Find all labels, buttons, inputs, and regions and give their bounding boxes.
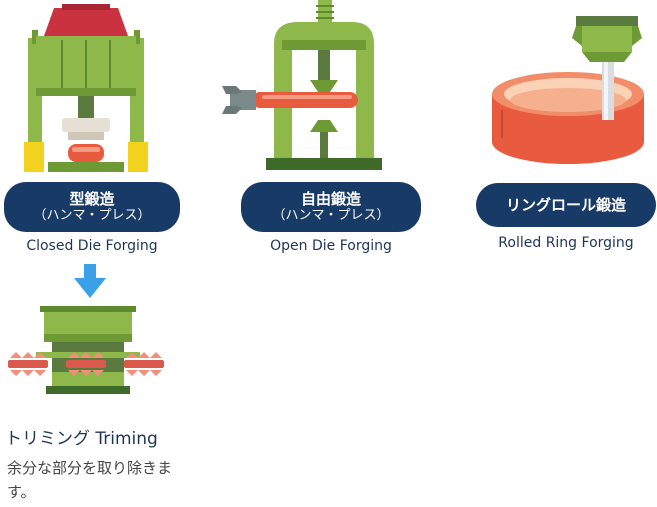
rolled-ring-forging-label: リングロール鍛造 <box>476 183 656 227</box>
open-die-forging-en-title: Open Die Forging <box>241 238 421 254</box>
rolled-ring-forging-en-title: Rolled Ring Forging <box>476 235 656 251</box>
closed-die-forging-jp-title: 型鍛造 <box>69 190 114 209</box>
closed-die-forging-label: 型鍛造 （ハンマ・プレス） <box>4 182 180 232</box>
trimming-description: 余分な部分を取り除きます。 <box>7 456 179 504</box>
open-die-forging-illustration <box>222 0 394 174</box>
open-die-forging-jp-subtitle: （ハンマ・プレス） <box>272 208 389 224</box>
open-die-forging-label: 自由鍛造 （ハンマ・プレス） <box>241 182 421 232</box>
open-die-forging-jp-title: 自由鍛造 <box>301 190 361 209</box>
closed-die-forging-en-title: Closed Die Forging <box>4 238 180 254</box>
trimming-title: トリミング Triming <box>5 424 158 449</box>
trimming-illustration <box>6 306 166 400</box>
rolled-ring-forging-illustration <box>490 14 648 168</box>
closed-die-forging-illustration <box>22 4 150 176</box>
arrow-down-icon <box>74 264 106 300</box>
closed-die-forging-jp-subtitle: （ハンマ・プレス） <box>33 208 150 224</box>
rolled-ring-forging-jp-title: リングロール鍛造 <box>506 196 626 215</box>
